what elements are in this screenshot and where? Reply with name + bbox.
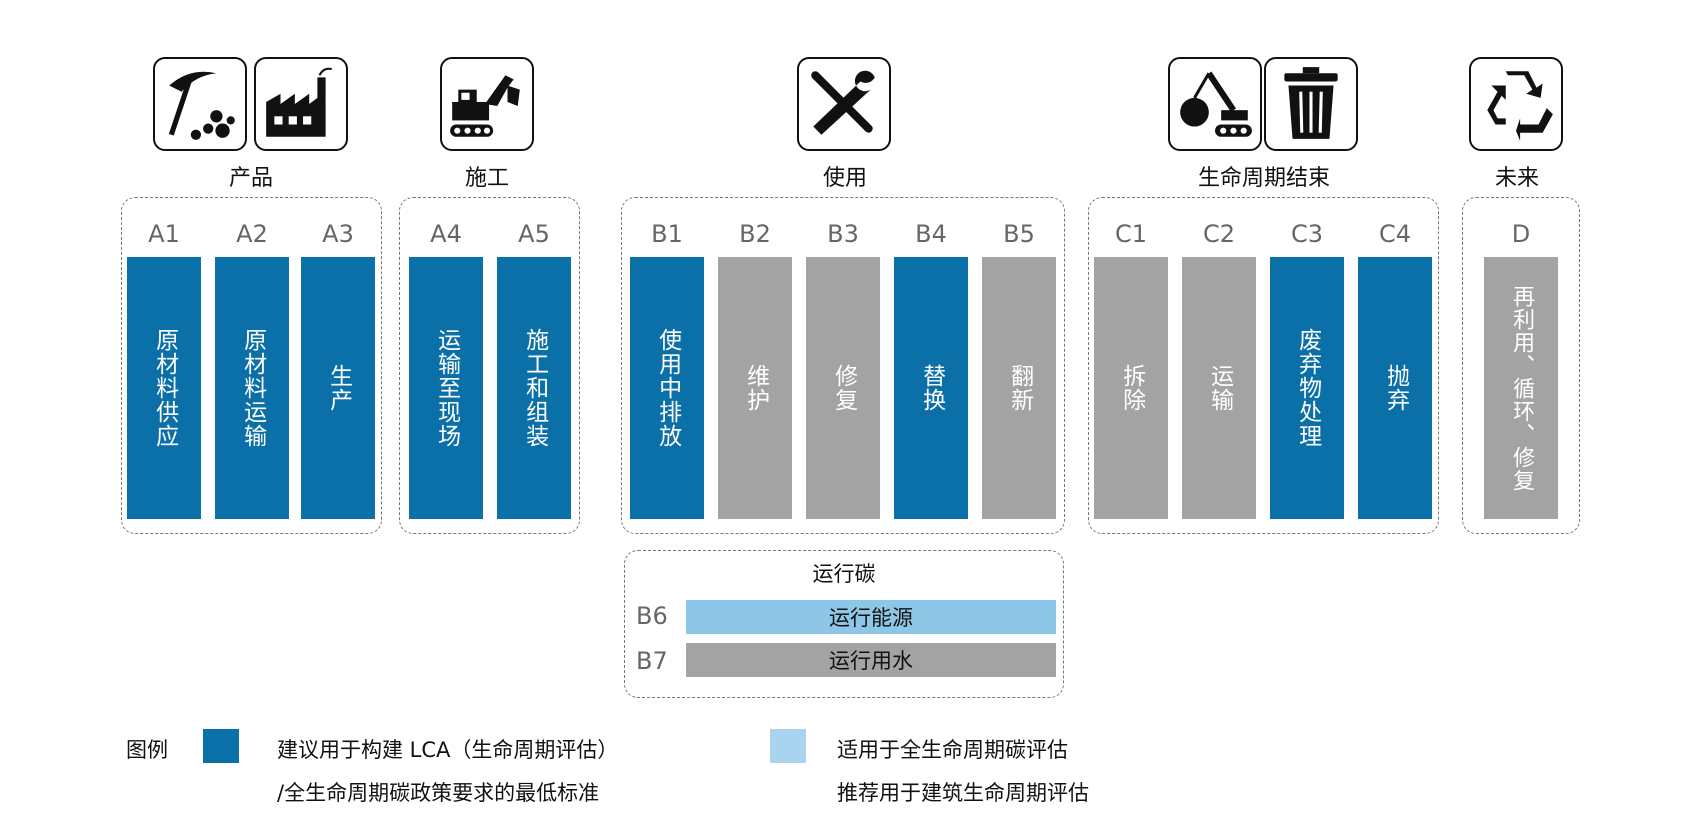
legend-title: 图例 bbox=[126, 738, 168, 762]
module-label: 运输至现场 bbox=[433, 328, 460, 448]
legend-text-line1: 适用于全生命周期碳评估 bbox=[837, 738, 1068, 762]
module-code: A2 bbox=[236, 220, 268, 248]
legend-swatch-light-blue bbox=[770, 729, 806, 763]
group-product bbox=[121, 197, 382, 534]
operational-bar-energy: 运行能源 bbox=[686, 600, 1056, 634]
module-bar-c3: 废弃物处理 bbox=[1270, 257, 1344, 519]
module-bar-b4: 替换 bbox=[894, 257, 968, 519]
module-label: 拆除 bbox=[1118, 364, 1145, 412]
module-code: A3 bbox=[322, 220, 354, 248]
module-code: C2 bbox=[1202, 220, 1236, 248]
module-label: 生产 bbox=[325, 364, 352, 412]
module-label: 修复 bbox=[830, 364, 857, 412]
module-bar-d: 再利用、循环、修复 bbox=[1484, 257, 1558, 519]
module-label: 维护 bbox=[742, 364, 769, 412]
module-code: A5 bbox=[518, 220, 550, 248]
stage-label-product: 产品 bbox=[228, 166, 274, 191]
pickaxe-icon bbox=[153, 57, 247, 151]
module-label: 再利用、循环、修复 bbox=[1509, 284, 1535, 492]
module-bar-b5: 翻新 bbox=[982, 257, 1056, 519]
trash-bin-icon bbox=[1264, 57, 1358, 151]
module-bar-b1: 使用中排放 bbox=[630, 257, 704, 519]
module-code: A4 bbox=[430, 220, 462, 248]
stage-label-construction: 施工 bbox=[464, 166, 510, 191]
module-code: C4 bbox=[1378, 220, 1412, 248]
module-bar-a3: 生产 bbox=[301, 257, 375, 519]
module-label: 施工和组装 bbox=[521, 328, 548, 448]
operational-title: 运行碳 bbox=[812, 562, 876, 586]
stage-label-end-of-life: 生命周期结束 bbox=[1197, 166, 1331, 191]
module-label: 原材料供应 bbox=[151, 328, 178, 448]
group-construction bbox=[399, 197, 580, 534]
module-code: A1 bbox=[148, 220, 180, 248]
group-operational-carbon bbox=[624, 550, 1064, 698]
operational-code-b7: B7 bbox=[636, 647, 668, 675]
module-label: 翻新 bbox=[1006, 364, 1033, 412]
module-bar-c1: 拆除 bbox=[1094, 257, 1168, 519]
module-bar-b2: 维护 bbox=[718, 257, 792, 519]
module-bar-c2: 运输 bbox=[1182, 257, 1256, 519]
module-label: 替换 bbox=[918, 364, 945, 412]
operational-code-b6: B6 bbox=[636, 602, 668, 630]
module-label: 原材料运输 bbox=[239, 328, 266, 448]
module-label: 运输 bbox=[1206, 364, 1233, 412]
module-bar-a2: 原材料运输 bbox=[215, 257, 289, 519]
module-label: 抛弃 bbox=[1382, 364, 1409, 412]
stage-label-use: 使用 bbox=[822, 166, 868, 191]
operational-bar-water: 运行用水 bbox=[686, 643, 1056, 677]
legend-text-line1: 建议用于构建 LCA（生命周期评估） bbox=[277, 738, 619, 762]
legend-text-line2: /全生命周期碳政策要求的最低标准 bbox=[277, 781, 600, 805]
module-bar-a4: 运输至现场 bbox=[409, 257, 483, 519]
stage-label-future: 未来 bbox=[1494, 166, 1540, 191]
group-end-of-life bbox=[1088, 197, 1439, 534]
tools-icon bbox=[797, 57, 891, 151]
module-code: B2 bbox=[739, 220, 771, 248]
group-use bbox=[621, 197, 1065, 534]
legend-text-line2: 推荐用于建筑生命周期评估 bbox=[837, 781, 1089, 805]
module-bar-a1: 原材料供应 bbox=[127, 257, 201, 519]
module-code: B5 bbox=[1003, 220, 1035, 248]
module-code: D bbox=[1511, 220, 1531, 248]
group-future bbox=[1462, 197, 1580, 534]
demolition-icon bbox=[1168, 57, 1262, 151]
legend-swatch-dark-blue bbox=[203, 729, 239, 763]
recycle-icon bbox=[1469, 57, 1563, 151]
module-label: 使用中排放 bbox=[654, 328, 681, 448]
factory-icon bbox=[254, 57, 348, 151]
module-code: C3 bbox=[1290, 220, 1324, 248]
module-label: 废弃物处理 bbox=[1294, 328, 1321, 448]
module-bar-a5: 施工和组装 bbox=[497, 257, 571, 519]
excavator-icon bbox=[440, 57, 534, 151]
module-code: B1 bbox=[651, 220, 683, 248]
module-code: B4 bbox=[915, 220, 947, 248]
module-code: B3 bbox=[827, 220, 859, 248]
module-bar-b3: 修复 bbox=[806, 257, 880, 519]
module-code: C1 bbox=[1114, 220, 1148, 248]
module-bar-c4: 抛弃 bbox=[1358, 257, 1432, 519]
